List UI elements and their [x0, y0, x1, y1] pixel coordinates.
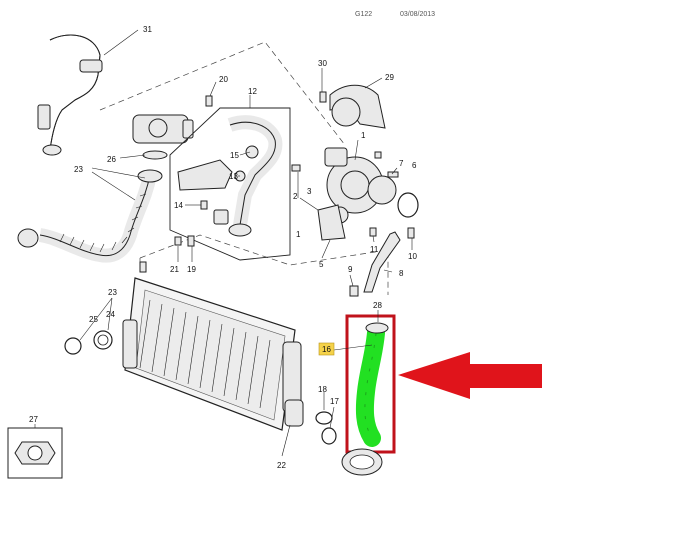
intercooler-core	[122, 261, 304, 431]
part-18-clamp	[315, 411, 333, 425]
part-6-ring	[397, 192, 419, 218]
throttle-body	[132, 114, 194, 144]
callout-12: 12	[248, 87, 257, 96]
callout-6: 6	[412, 161, 417, 170]
highlight-arrow	[398, 352, 542, 399]
part-29-heat-shield	[329, 84, 386, 129]
part-16-highlighted-hose	[341, 314, 396, 476]
small-bolts	[174, 91, 327, 247]
callout-1-upper: 1	[361, 131, 366, 140]
callout-31: 31	[143, 25, 152, 34]
callout-22: 22	[277, 461, 286, 470]
callout-21: 21	[170, 265, 179, 274]
group-outline-upper	[99, 41, 346, 146]
callout-1-lower: 1	[296, 230, 301, 239]
part-8-bracket	[363, 231, 401, 293]
callout-5: 5	[319, 260, 324, 269]
callout-3: 3	[307, 187, 312, 196]
callout-11: 11	[370, 245, 379, 254]
header-code-right: 03/08/2013	[400, 11, 435, 18]
part-26-gasket	[142, 150, 168, 160]
callout-28: 28	[373, 301, 382, 310]
part-23-hose-upper	[17, 169, 163, 263]
callout-23-lower: 23	[108, 288, 117, 297]
callout-18: 18	[318, 385, 327, 394]
assembly-12-box	[169, 107, 291, 261]
leader-lines	[34, 29, 413, 457]
callout-20: 20	[219, 75, 228, 84]
callout-15: 15	[230, 151, 239, 160]
part-11-bolt	[369, 227, 377, 237]
part-2-nut	[291, 164, 301, 172]
part-1-bolt-a	[374, 151, 382, 159]
callout-26: 26	[107, 155, 116, 164]
part-7-stud	[387, 171, 399, 178]
callout-30: 30	[318, 59, 327, 68]
header-code-left: G122	[355, 11, 372, 18]
callout-10: 10	[408, 252, 417, 261]
callout-16: 16	[322, 345, 331, 354]
part-10-bolt	[407, 227, 415, 239]
callout-17: 17	[330, 397, 339, 406]
callout-24: 24	[106, 310, 115, 319]
callout-13: 13	[229, 172, 238, 181]
turbocharger	[317, 147, 397, 241]
part-24-clamp	[93, 330, 113, 350]
part-9-bolt	[349, 285, 359, 297]
callout-19: 19	[187, 265, 196, 274]
part-27-nut	[7, 427, 63, 479]
part-31-intake-hose	[37, 34, 103, 156]
callout-2: 2	[293, 192, 298, 201]
part-25-clamp	[64, 337, 82, 355]
callout-14: 14	[174, 201, 183, 210]
callout-27: 27	[29, 415, 38, 424]
part-17-clamp	[321, 427, 337, 445]
callout-9: 9	[348, 265, 353, 274]
callout-25: 25	[89, 315, 98, 324]
callout-23-upper: 23	[74, 165, 83, 174]
callout-8: 8	[399, 269, 404, 278]
callout-29: 29	[385, 73, 394, 82]
callout-7: 7	[399, 159, 404, 168]
callout-16-badge	[318, 342, 335, 356]
